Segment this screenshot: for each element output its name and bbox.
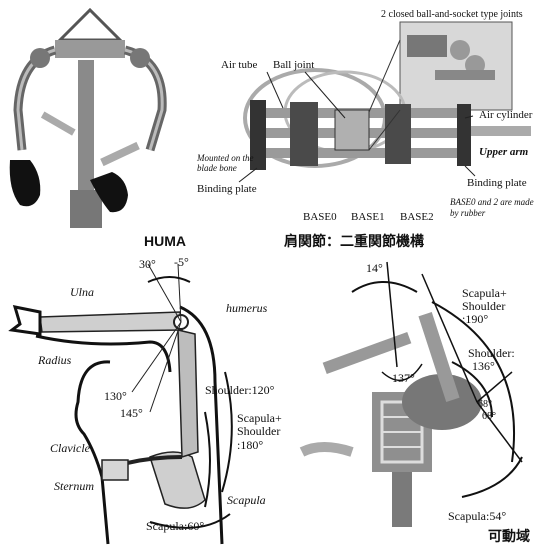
shoulder-136-label-2: 136°	[472, 360, 495, 372]
shoulder-mechanism-photo: 2 closed ball-and-socket type joints Air…	[195, 0, 537, 228]
angle-145-label: 145°	[120, 407, 143, 419]
robot-range-photo: 14° Scapula+ Shoulder :190° Shoulder: 13…	[282, 252, 537, 527]
rubber-note-2: by rubber	[450, 209, 485, 218]
angle-68b-label: 68°	[482, 412, 496, 422]
huma-robot-illustration	[0, 0, 178, 228]
angle-30-label: 30°	[139, 258, 156, 270]
sternum-label: Sternum	[54, 480, 94, 492]
ulna-label: Ulna	[70, 286, 94, 298]
huma-robot-photo	[0, 0, 178, 228]
angle-137-label: 137°	[392, 372, 415, 384]
scapula-60-label: Scapula:60°	[146, 520, 204, 532]
shoulder-136-label: Shoulder:	[468, 347, 515, 359]
range-of-motion-caption: 可動域	[488, 529, 530, 543]
shoulder-mechanism-caption: 肩関節：二重関節機構	[284, 234, 424, 248]
huma-caption: HUMA	[144, 234, 186, 248]
angle-14-label: 14°	[366, 262, 383, 274]
base1-label: BASE1	[351, 212, 385, 223]
ball-joint-label: Ball joint	[273, 60, 314, 71]
base2-label: BASE2	[400, 212, 434, 223]
scapula-shoulder-190-label-3: :190°	[462, 313, 488, 325]
scapula-label: Scapula	[227, 494, 266, 506]
scapula-shoulder-label-2: Shoulder	[237, 425, 280, 437]
shoulder-120-label: Shoulder:120°	[205, 384, 274, 396]
radius-label: Radius	[38, 354, 71, 366]
angle-130-label: 130°	[104, 390, 127, 402]
scapula-shoulder-190-label-2: Shoulder	[462, 300, 505, 312]
humerus-label: humerus	[226, 302, 267, 314]
joint-caption: 2 closed ball-and-socket type joints	[381, 10, 523, 20]
air-tube-label: Air tube	[221, 60, 257, 71]
scapula-shoulder-190-label: Scapula+	[462, 287, 507, 299]
scapula-54-label: Scapula:54°	[448, 510, 506, 522]
scapula-shoulder-label: Scapula+	[237, 412, 282, 424]
binding-plate-left-label: Binding plate	[197, 184, 257, 195]
scapula-shoulder-label-3: :180°	[237, 439, 263, 451]
air-cylinder-label: Air cylinder	[479, 110, 532, 121]
human-arm-diagram: 30° -5° Ulna humerus Radius 130° 145° Sh…	[0, 252, 290, 548]
rubber-note-1: BASE0 and 2 are made	[450, 198, 534, 207]
mounted-label-2: blade bone	[197, 164, 237, 173]
binding-plate-right-label: Binding plate	[467, 178, 527, 189]
clavicle-label: Clavicle	[50, 442, 90, 454]
mounted-label: Mounted on the	[197, 154, 254, 163]
base0-label: BASE0	[303, 212, 337, 223]
angle-68a-label: 68°	[478, 400, 492, 410]
angle-minus5-label: -5°	[174, 256, 189, 268]
upper-arm-label: Upper arm	[479, 147, 528, 158]
